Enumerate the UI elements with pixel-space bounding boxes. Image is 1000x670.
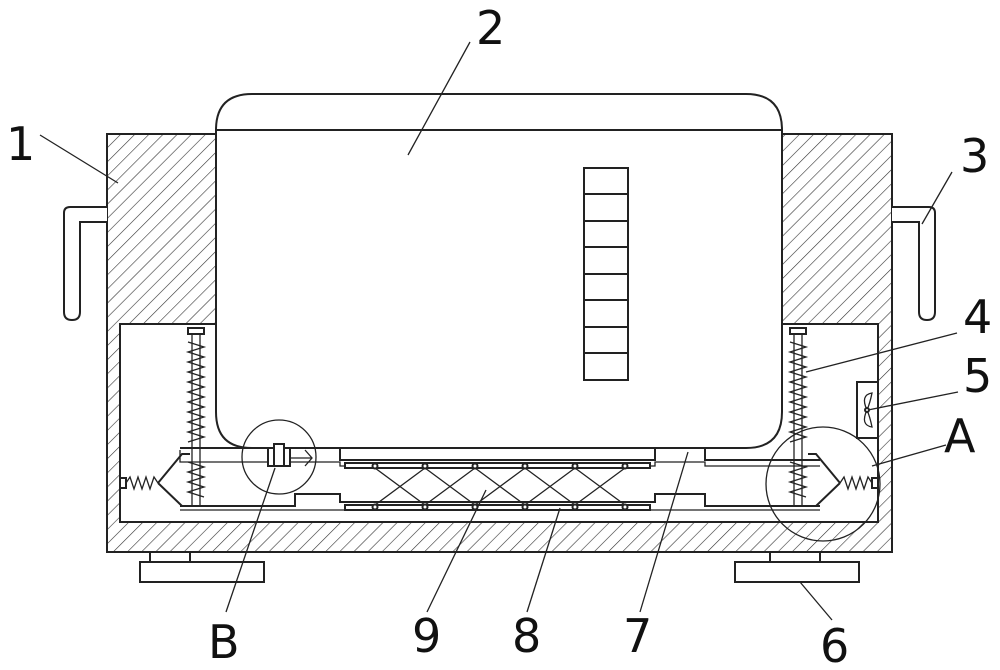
label-b: B xyxy=(208,615,240,669)
leader-lines xyxy=(39,41,959,621)
inner-pot xyxy=(215,93,783,449)
label-4: 4 xyxy=(963,290,992,344)
left-foot xyxy=(139,551,265,583)
fan xyxy=(856,381,879,439)
detail-a xyxy=(765,426,881,542)
label-3: 3 xyxy=(960,129,989,183)
label-5: 5 xyxy=(963,349,992,403)
right-foot xyxy=(734,551,860,583)
label-1: 1 xyxy=(6,117,35,171)
scissor-lift xyxy=(344,462,651,511)
detail-b xyxy=(241,419,317,495)
right-horizontal-spring xyxy=(808,453,879,507)
label-8: 8 xyxy=(512,609,541,663)
left-spring-column xyxy=(185,327,207,505)
right-handle xyxy=(892,206,936,322)
left-handle xyxy=(63,206,107,322)
level-scale xyxy=(583,167,629,381)
label-a: A xyxy=(944,409,976,463)
left-horizontal-spring xyxy=(119,453,190,507)
upper-support-plate xyxy=(179,447,820,467)
label-6: 6 xyxy=(820,619,849,670)
label-9: 9 xyxy=(412,609,441,663)
label-7: 7 xyxy=(623,609,652,663)
label-2: 2 xyxy=(476,1,505,55)
right-spring-column xyxy=(787,327,809,505)
